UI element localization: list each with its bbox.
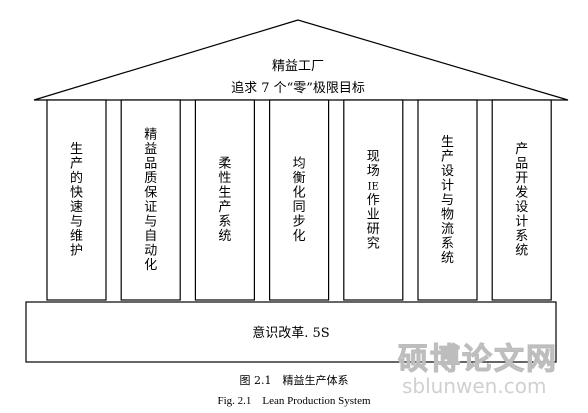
- pillar-2: [120, 99, 181, 301]
- foundation-label: 意识改革. 5S: [252, 325, 329, 341]
- figure-caption-cn: 图 2.1 精益生产体系: [239, 374, 349, 387]
- pillar-label-1: 生产的快速与维护: [70, 142, 83, 259]
- pillar-6: [417, 99, 478, 301]
- pillar-7: [491, 99, 552, 301]
- pillar-label-2: 精益品质保证与自动化: [144, 128, 157, 274]
- roof-subtitle: 追求 7 个“零”极限目标: [231, 80, 365, 96]
- watermark-text: 硕博论文网: [398, 342, 558, 378]
- watermark: 硕博论文网 sblunwen.com: [398, 334, 584, 406]
- pillar-4: [269, 99, 330, 301]
- pillar-label-4: 均衡化同步化: [293, 157, 306, 245]
- pillar-label-6: 生产设计与物流系统: [441, 135, 454, 266]
- pillar-5: [343, 99, 404, 301]
- foundation: [25, 301, 557, 363]
- watermark-url: sblunwen.com: [402, 374, 547, 398]
- pillar-label-3: 柔性生产系统: [218, 157, 231, 245]
- figure-caption-en: Fig. 2.1 Lean Production System: [217, 395, 371, 407]
- pillar-3: [194, 99, 255, 301]
- pillar-label-7: 产品开发设计系统: [515, 142, 528, 259]
- pillar-1: [46, 99, 107, 301]
- roof-title: 精益工厂: [272, 59, 324, 74]
